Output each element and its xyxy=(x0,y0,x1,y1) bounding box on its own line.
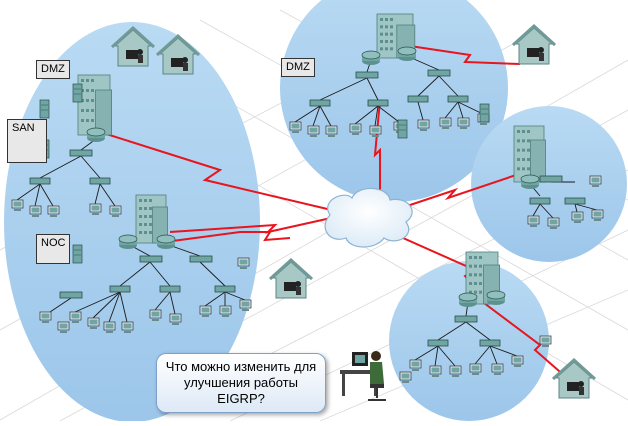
pc-icon xyxy=(57,321,70,333)
pc-icon xyxy=(289,121,302,133)
pc-icon xyxy=(11,199,24,211)
pc-icon xyxy=(527,215,540,227)
question-text: Что можно изменить для улучшения работы … xyxy=(165,359,317,406)
pc-icon xyxy=(109,205,122,217)
server-icon xyxy=(72,244,83,264)
router-icon xyxy=(458,292,478,307)
question-bubble: Что можно изменить для улучшения работы … xyxy=(156,353,326,413)
pc-icon xyxy=(409,359,422,371)
switch-icon xyxy=(529,197,551,205)
pc-icon xyxy=(539,335,552,347)
router-icon xyxy=(156,234,176,249)
router-icon xyxy=(86,127,106,142)
switch-icon xyxy=(479,339,501,347)
house-icon xyxy=(511,23,557,65)
pc-icon xyxy=(349,123,362,135)
label-dmz-top: DMZ xyxy=(281,58,315,77)
switch-icon xyxy=(564,197,586,205)
router-icon xyxy=(361,50,381,65)
region-branch-bottom xyxy=(389,261,549,421)
pc-icon xyxy=(169,313,182,325)
pc-icon xyxy=(239,299,252,311)
region-branch-top xyxy=(280,0,508,202)
pc-icon xyxy=(417,119,430,131)
house-icon xyxy=(110,25,156,67)
switch-icon xyxy=(59,291,83,299)
wan-cloud-icon xyxy=(324,187,413,248)
switch-icon xyxy=(159,285,181,293)
pc-icon xyxy=(469,363,482,375)
switch-icon xyxy=(407,95,429,103)
pc-icon xyxy=(589,175,602,187)
pc-icon xyxy=(449,365,462,377)
router-icon xyxy=(397,46,417,61)
pc-icon xyxy=(571,211,584,223)
pc-icon xyxy=(39,311,52,323)
router-icon xyxy=(520,174,540,189)
pc-icon xyxy=(369,125,382,137)
pc-icon xyxy=(103,321,116,333)
server-icon xyxy=(39,99,50,119)
pc-icon xyxy=(89,203,102,215)
building-icon xyxy=(513,125,546,183)
pc-icon xyxy=(491,363,504,375)
house-icon xyxy=(551,357,597,399)
person-at-desk-icon xyxy=(340,351,386,401)
server-icon xyxy=(479,103,490,123)
switch-icon xyxy=(447,95,469,103)
switch-icon xyxy=(454,315,478,323)
server-icon xyxy=(397,119,408,139)
switch-icon xyxy=(69,149,93,157)
switch-icon xyxy=(214,285,236,293)
switch-icon xyxy=(355,71,379,79)
pc-icon xyxy=(591,209,604,221)
label-noc: NOC xyxy=(36,234,71,264)
switch-icon xyxy=(109,285,131,293)
pc-icon xyxy=(69,311,82,323)
pc-icon xyxy=(399,371,412,383)
pc-icon xyxy=(547,217,560,229)
pc-icon xyxy=(237,257,250,269)
pc-icon xyxy=(149,309,162,321)
server-icon xyxy=(72,83,83,103)
router-icon xyxy=(118,234,138,249)
switch-icon xyxy=(309,99,331,107)
pc-icon xyxy=(47,205,60,217)
house-icon xyxy=(268,257,314,299)
switch-icon xyxy=(29,177,51,185)
pc-icon xyxy=(121,321,134,333)
building-icon xyxy=(77,74,112,136)
label-dmz-left: DMZ xyxy=(36,60,70,79)
house-icon xyxy=(155,33,201,75)
switch-icon xyxy=(89,177,111,185)
switch-icon xyxy=(367,99,389,107)
pc-icon xyxy=(29,205,42,217)
switch-icon xyxy=(539,175,563,183)
label-san: SAN xyxy=(7,119,47,163)
router-icon xyxy=(486,290,506,305)
pc-icon xyxy=(439,117,452,129)
pc-icon xyxy=(87,317,100,329)
switch-icon xyxy=(427,69,451,77)
pc-icon xyxy=(511,355,524,367)
switch-icon xyxy=(189,255,213,263)
pc-icon xyxy=(199,305,212,317)
pc-icon xyxy=(457,117,470,129)
devices xyxy=(11,13,604,399)
pc-icon xyxy=(307,125,320,137)
building-icon xyxy=(135,194,168,244)
pc-icon xyxy=(219,305,232,317)
pc-icon xyxy=(325,125,338,137)
pc-icon xyxy=(429,365,442,377)
lan-links xyxy=(16,55,598,367)
switch-icon xyxy=(139,255,163,263)
region-branch-right xyxy=(471,106,627,262)
switch-icon xyxy=(427,339,449,347)
